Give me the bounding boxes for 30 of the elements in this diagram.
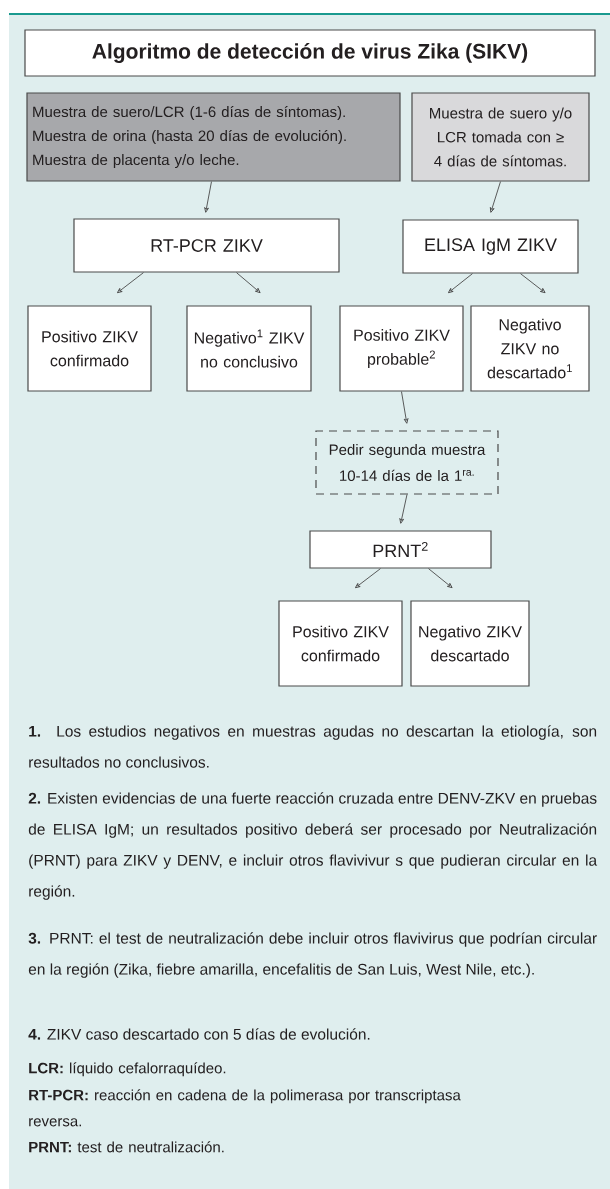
arrow — [354, 568, 381, 589]
instruction-box: Pedir segunda muestra 10-14 días de la 1$^{ra.}$ — [315, 430, 499, 495]
footnote: 3. PRNT: el test de neutralización debe incluir otros flavivirus que podrían circular en la región (Zika, fiebre amarilla, encefalitis de San Luis, West Nile, etc.). — [28, 932, 597, 978]
footnote: 1. Los estudios negativos en muestras agudas no descartan la etiología, son resultados no conclusivos. — [29, 725, 597, 768]
arrow — [204, 181, 212, 213]
result-box: Negativo$^{1}$ ZIKV no conclusivo — [186, 305, 312, 392]
arrow — [428, 568, 453, 589]
test-box: ELISA IgM ZIKV — [402, 219, 579, 274]
abbreviation-definition: PRNT: test de neutralización. — [29, 1141, 224, 1153]
arrow — [489, 181, 501, 213]
arrow — [520, 273, 546, 294]
result-box: Positivo ZIKV confirmado — [27, 305, 152, 392]
abbreviation-definition: LCR: líquido cefalorraquídeo. — [29, 1062, 226, 1077]
result-box: Negativo ZIKV descartado — [410, 600, 530, 687]
arrow — [399, 494, 408, 524]
sample-box: Muestra de suero y/o LCR tomada con ≥ 4 días de síntomas. — [411, 92, 590, 182]
sample-box: Muestra de suero/LCR (1-6 días de síntomas). Muestra de orina (hasta 20 días de evolución). Muestra de placenta y/o leche. — [26, 92, 401, 182]
footnote: 2. Existen evidencias de una fuerte reacción cruzada entre DENV-ZKV en pruebas de ELISA IgM; un resultados positivo deberá ser procesado por Neutralización (PRNT) para ZIKV y DENV, e incluir otros flavivivur s que pudieran circular en la región. — [28, 792, 598, 900]
title-box: Algoritmo de detección de virus Zika (SIKV) — [24, 29, 596, 77]
arrow — [236, 272, 261, 294]
result-box: Negativo ZIKV no descartado$^{1}$ — [470, 305, 590, 392]
arrow — [401, 391, 409, 424]
result-box: Positivo ZIKV probable$^{2}$ — [339, 305, 464, 392]
abbreviation-definition: RT-PCR: reacción en cadena de la polimerasa por transcriptasa reversa. — [29, 1089, 461, 1127]
arrow — [116, 272, 144, 294]
footnote: 4. ZIKV caso descartado con 5 días de evolución. — [28, 1028, 370, 1040]
test-box: PRNT$^{2}$ — [309, 530, 492, 569]
test-box: RT-PCR ZIKV — [73, 218, 340, 273]
arrow — [447, 273, 473, 294]
result-box: Positivo ZIKV confirmado — [278, 600, 403, 687]
